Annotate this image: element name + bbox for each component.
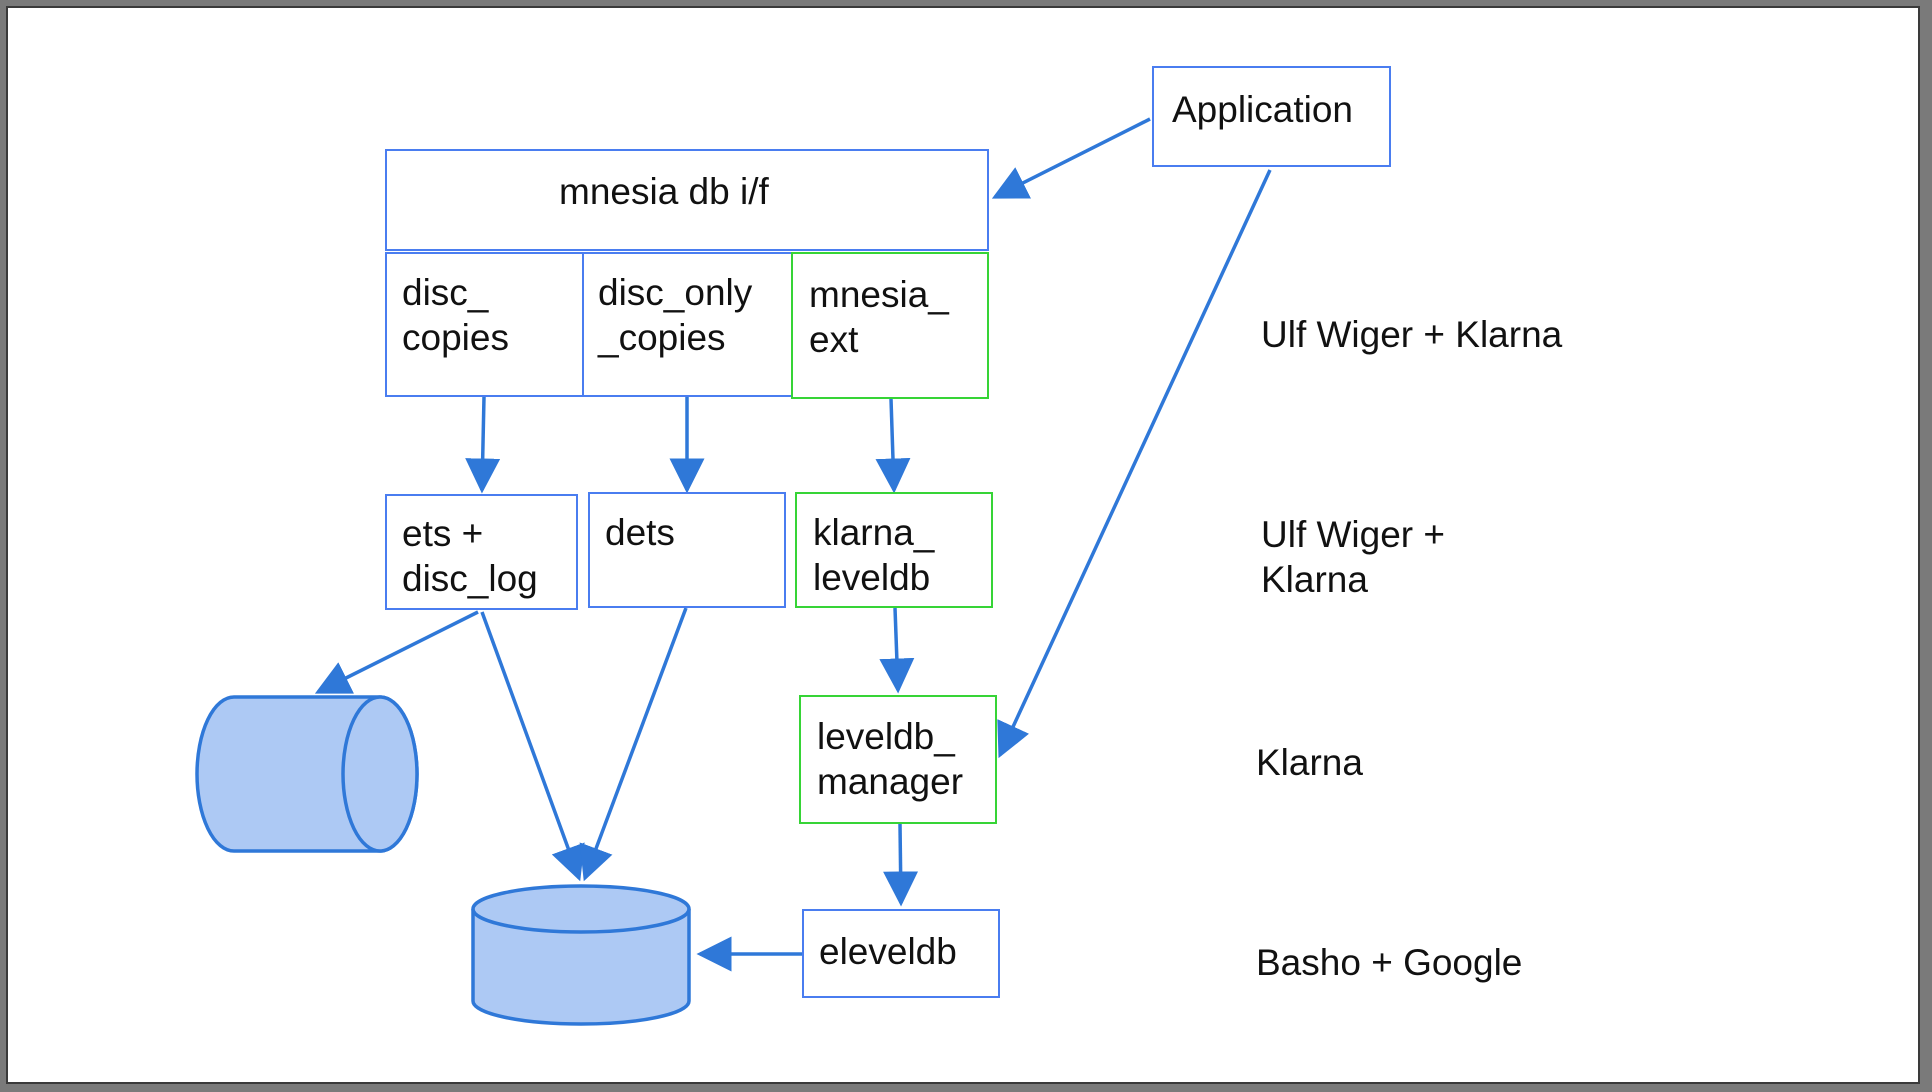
ets-disc-log-label-line2: disc_log [402, 558, 538, 599]
disc-copies-label-line2: copies [402, 317, 509, 358]
klarna-leveldb-label-line2: leveldb [813, 557, 930, 598]
log-cylinder-icon [195, 695, 419, 853]
credit-row2-line1: Ulf Wiger + [1261, 514, 1445, 555]
arrow-mnesia-ext-to-klarna-leveldb [875, 398, 911, 494]
klarna-leveldb-label-line1: klarna_ [813, 512, 935, 553]
klarna-leveldb-node: klarna_ leveldb [795, 492, 993, 608]
disc-only-copies-label-line2: _copies [597, 317, 726, 358]
arrow-dets-to-disk-db [579, 607, 688, 882]
leveldb-manager-label-line1: leveldb_ [817, 716, 955, 757]
leveldb-manager-label-line2: manager [817, 761, 963, 802]
disc-copies-label-line1: disc_ [402, 272, 489, 313]
credit-row3: Klarna [1256, 742, 1363, 783]
arrow-ets-to-log-cylinder [314, 610, 479, 694]
arrow-application-to-mnesia-if [991, 117, 1151, 199]
eleveldb-label: eleveldb [819, 931, 957, 972]
eleveldb-node: eleveldb [802, 909, 1000, 998]
credits-column: Ulf Wiger + Klarna Ulf Wiger + Klarna Kl… [1256, 314, 1563, 983]
credit-row1: Ulf Wiger + Klarna [1261, 314, 1563, 355]
disc-only-copies-node: disc_only _copies [582, 252, 794, 397]
leveldb-manager-node: leveldb_ manager [799, 695, 997, 824]
arrow-application-to-leveldb-manager [997, 169, 1272, 759]
mnesia-ext-label-line2: ext [809, 319, 859, 360]
disc-copies-node: disc_ copies [385, 252, 584, 397]
dets-node: dets [588, 492, 786, 608]
arrow-leveldb-manager-to-eleveldb [883, 823, 919, 907]
application-node: Application [1152, 66, 1391, 167]
mnesia-ext-node: mnesia_ ext [791, 252, 989, 399]
dets-label: dets [605, 512, 675, 553]
ets-disc-log-node: ets + disc_log [385, 494, 578, 610]
disc-only-copies-label-line1: disc_only [598, 272, 753, 313]
mnesia-db-if-node: mnesia db i/f [385, 149, 989, 251]
arrow-ets-to-disk-db [480, 611, 585, 882]
credit-row2-line2: Klarna [1261, 559, 1368, 600]
arrow-klarna-leveldb-to-leveldb-manager [879, 607, 915, 694]
arrows [314, 117, 1272, 972]
mnesia-db-if-label: mnesia db i/f [559, 171, 769, 212]
credit-row4: Basho + Google [1256, 942, 1522, 983]
mnesia-ext-label-line1: mnesia_ [809, 274, 949, 315]
application-label: Application [1172, 89, 1353, 130]
ets-disc-log-label-line1: ets + [402, 513, 483, 554]
database-cylinder-icon [471, 884, 691, 1026]
arrow-disc-copies-to-ets [465, 396, 501, 494]
